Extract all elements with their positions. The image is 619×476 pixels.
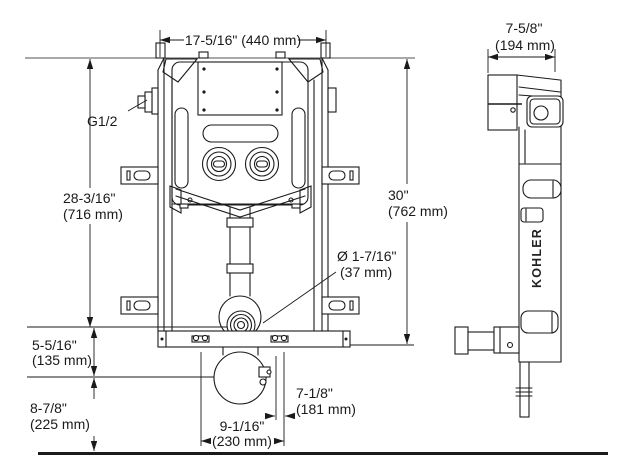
dim-outlet-width-in: 9-1/16" <box>220 418 265 434</box>
dim-inlet-thread: G1/2 <box>87 113 118 129</box>
side-view: KOHLER <box>454 74 564 418</box>
dim-flush-dia-mm: (37 mm) <box>340 264 392 280</box>
v-brace <box>169 185 312 218</box>
supply-shutoff-side <box>454 326 520 355</box>
dim-outlet-drop-mm: (135 mm) <box>32 352 92 368</box>
dim-outlet-height-mm: (225 mm) <box>30 416 90 432</box>
dim-outlet-side-in: 7-1/8" <box>296 385 333 401</box>
bottom-rail <box>157 330 351 348</box>
dim-side-depth-mm: (194 mm) <box>495 37 555 53</box>
right-side-fitting <box>327 87 337 113</box>
brand-logo-vertical: KOHLER <box>530 228 544 288</box>
tank-side-ribbed <box>487 74 518 131</box>
water-inlet-fitting <box>137 87 159 115</box>
drain-outlet <box>213 346 272 405</box>
dim-outlet-height-in: 8-7/8" <box>30 400 67 416</box>
mounting-brackets <box>120 166 360 315</box>
dim-side-depth-in: 7-5/8" <box>506 20 543 36</box>
dim-left-height-mm: (716 mm) <box>63 206 123 222</box>
concealed-tank <box>169 61 312 218</box>
flush-valve-ports <box>201 146 280 182</box>
front-view <box>25 42 415 405</box>
actuator-housing-side <box>526 95 564 128</box>
flush-pipe <box>218 206 262 340</box>
dim-right-height-mm: (762 mm) <box>388 203 448 219</box>
dimension-annotations: 17-5/16" (440 mm) G1/2 28-3/16" (716 mm)… <box>27 20 556 451</box>
dim-outlet-width-mm: (230 mm) <box>212 433 272 449</box>
dim-flush-dia-in: Ø 1-7/16" <box>337 248 396 264</box>
dim-top-width: 17-5/16" (440 mm) <box>185 32 301 48</box>
corner-brace-right <box>287 58 324 83</box>
floor-line <box>38 452 608 455</box>
dim-outlet-drop-in: 5-5/16" <box>32 337 77 353</box>
dim-left-height-in: 28-3/16" <box>63 190 115 206</box>
access-panel <box>197 61 283 116</box>
dim-right-height-in: 30" <box>388 187 409 203</box>
support-leg-side <box>515 361 533 418</box>
dim-outlet-side-mm: (181 mm) <box>296 401 356 417</box>
